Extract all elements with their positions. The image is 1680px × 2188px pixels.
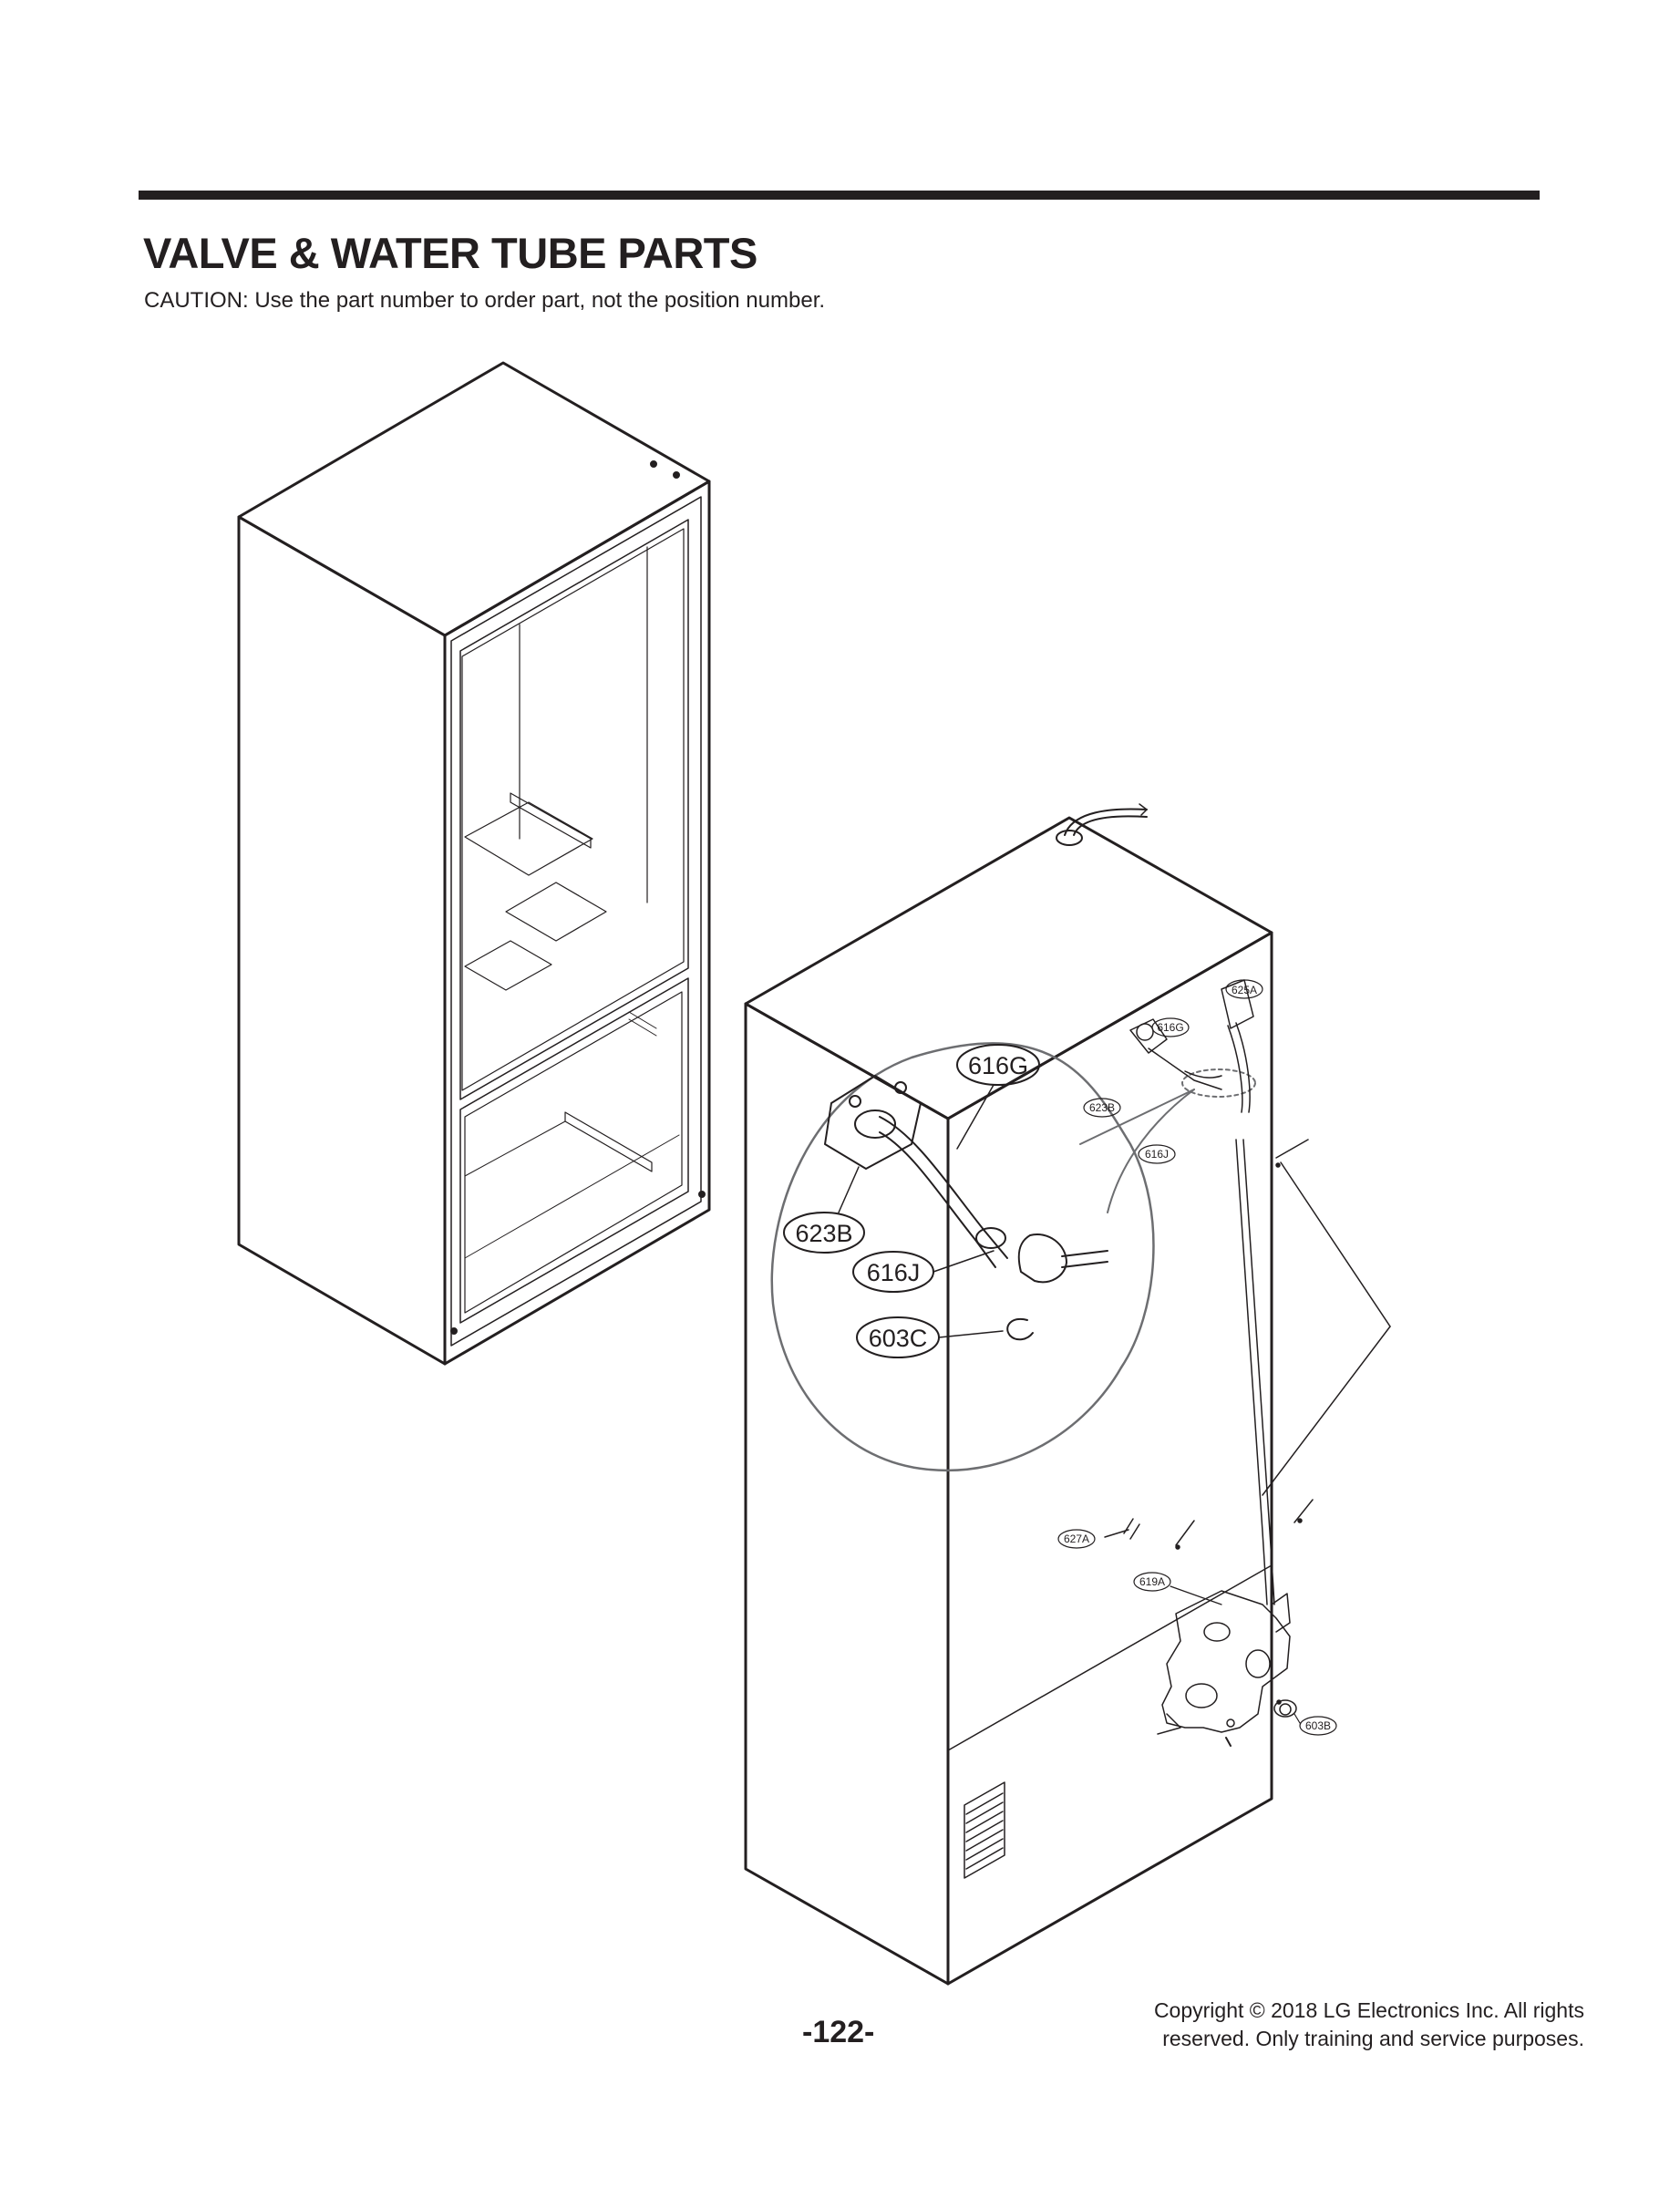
svg-text:616J: 616J [1145, 1148, 1169, 1161]
callout-623B-large: 623B [783, 1166, 865, 1254]
power-cord [1056, 803, 1148, 846]
svg-text:619A: 619A [1139, 1575, 1165, 1588]
callout-603C-large: 603C [856, 1316, 1004, 1358]
callout-616G-small: 616G [1151, 1017, 1190, 1037]
caution-note: CAUTION: Use the part number to order pa… [144, 288, 826, 313]
page-title: VALVE & WATER TUBE PARTS [143, 229, 758, 277]
svg-text:623B: 623B [795, 1220, 852, 1247]
callout-619A: 619A [1133, 1572, 1222, 1605]
svg-text:603C: 603C [869, 1325, 928, 1352]
copyright-notice: Copyright © 2018 LG Electronics Inc. All… [1154, 1997, 1584, 2053]
callout-616J-small: 616J [1138, 1144, 1176, 1164]
detail-magnifier: 616G 623B 616J 603C [770, 1042, 1256, 1472]
svg-text:625A: 625A [1232, 984, 1257, 996]
svg-text:616G: 616G [968, 1052, 1028, 1079]
callout-625A: 625A [1225, 979, 1263, 999]
valve-assembly [1104, 979, 1391, 1747]
callout-623B-small: 623B [1083, 1098, 1121, 1118]
header-rule [139, 191, 1540, 200]
cabinet-rear-view [744, 803, 1273, 1986]
copyright-line-2: reserved. Only training and service purp… [1162, 2027, 1584, 2050]
page-number: -122- [802, 2015, 875, 2049]
copyright-line-1: Copyright © 2018 LG Electronics Inc. All… [1153, 1998, 1584, 2022]
callout-603B: 603B [1293, 1713, 1337, 1736]
callout-627A: 627A [1057, 1529, 1096, 1549]
water-tube-fitting-enlarged [824, 1075, 1108, 1341]
svg-text:603B: 603B [1305, 1719, 1331, 1732]
callout-616G-large: 616G [956, 1044, 1040, 1150]
callout-616J-large: 616J [852, 1250, 995, 1293]
svg-text:627A: 627A [1064, 1533, 1089, 1545]
rear-vent-grille [964, 1781, 1005, 1879]
svg-text:623B: 623B [1089, 1101, 1115, 1114]
svg-text:616G: 616G [1157, 1021, 1183, 1034]
svg-text:616J: 616J [867, 1259, 921, 1286]
cabinet-front-view [237, 361, 711, 1366]
